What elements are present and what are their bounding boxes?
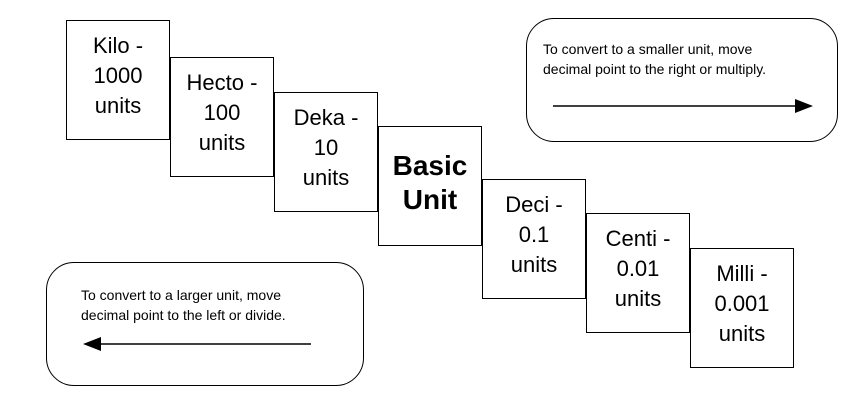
unit-milli-units: units bbox=[718, 321, 766, 346]
note-convert-larger: To convert to a larger unit, move decima… bbox=[46, 262, 364, 386]
unit-kilo-value: 1000 bbox=[93, 63, 143, 88]
unit-centi-prefix: Centi - bbox=[605, 226, 671, 251]
unit-milli-value: 0.001 bbox=[714, 291, 770, 316]
arrow-left-icon bbox=[83, 337, 311, 351]
unit-deka-units: units bbox=[302, 165, 350, 190]
unit-deka-value: 10 bbox=[313, 135, 339, 160]
unit-basic-line2: Unit bbox=[402, 184, 458, 215]
unit-centi-value: 0.01 bbox=[616, 256, 660, 281]
unit-deka-prefix: Deka - bbox=[293, 105, 359, 130]
unit-box-basic: Basic Unit bbox=[378, 126, 482, 246]
unit-deci-value: 0.1 bbox=[518, 222, 550, 247]
unit-milli-prefix: Milli - bbox=[716, 261, 768, 286]
note-larger-line2: decimal point to the left or divide. bbox=[81, 307, 286, 323]
unit-box-centi: Centi - 0.01 units bbox=[586, 213, 690, 333]
note-smaller-line2: decimal point to the right or multiply. bbox=[543, 61, 767, 77]
unit-box-deci: Deci - 0.1 units bbox=[482, 179, 586, 299]
note-convert-smaller: To convert to a smaller unit, move decim… bbox=[526, 18, 838, 142]
unit-deci-prefix: Deci - bbox=[505, 192, 563, 217]
unit-hecto-value: 100 bbox=[203, 100, 241, 125]
unit-basic-line1: Basic bbox=[392, 150, 468, 181]
note-smaller-line1: To convert to a smaller unit, move bbox=[543, 41, 753, 57]
arrow-right-icon bbox=[553, 99, 813, 113]
unit-deci-units: units bbox=[510, 252, 558, 277]
unit-box-hecto: Hecto - 100 units bbox=[170, 57, 274, 177]
unit-box-deka: Deka - 10 units bbox=[274, 92, 378, 212]
unit-hecto-prefix: Hecto - bbox=[186, 70, 258, 95]
unit-kilo-prefix: Kilo - bbox=[92, 33, 144, 58]
unit-box-kilo: Kilo - 1000 units bbox=[66, 20, 170, 140]
unit-hecto-units: units bbox=[198, 130, 246, 155]
unit-box-milli: Milli - 0.001 units bbox=[690, 248, 794, 368]
unit-centi-units: units bbox=[614, 286, 662, 311]
unit-kilo-units: units bbox=[94, 93, 142, 118]
note-larger-line1: To convert to a larger unit, move bbox=[81, 287, 281, 303]
